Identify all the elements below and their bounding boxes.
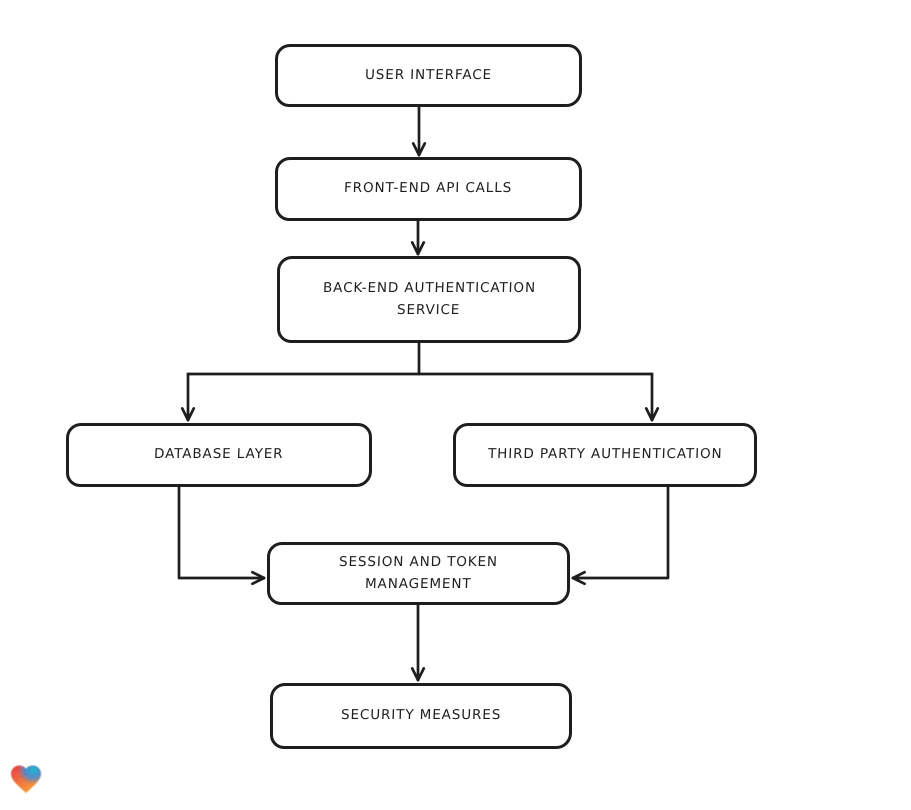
edge-thirdparty-to-session [571, 485, 670, 580]
node-label: BACK-END AUTHENTICATION [322, 279, 536, 296]
arrowhead-thirdparty-to-session [571, 576, 586, 586]
node-user-interface: USER INTERFACE [275, 44, 582, 107]
arrowhead-ui-to-frontend [411, 142, 421, 157]
edge-database-to-session [177, 485, 266, 580]
node-label: USER INTERFACE [364, 66, 493, 83]
arrowhead-database-to-session [251, 570, 266, 580]
arrowhead-thirdparty-to-session [571, 570, 586, 580]
node-front-end-api-calls: FRONT-END API CALLS [275, 157, 582, 221]
node-session-and-token-management: SESSION AND TOKEN MANAGEMENT [267, 542, 570, 605]
node-label: THIRD PARTY AUTHENTICATION [487, 446, 723, 463]
arrowhead-session-to-security [416, 667, 426, 682]
node-label: DATABASE LAYER [154, 446, 285, 463]
arrowhead-ui-to-frontend [417, 142, 427, 157]
lovable-heart-logo[interactable] [8, 761, 44, 797]
node-label: SERVICE [397, 301, 461, 318]
node-third-party-authentication: THIRD PARTY AUTHENTICATION [453, 423, 757, 487]
node-security-measures: SECURITY MEASURES [270, 683, 572, 749]
node-label: FRONT-END API CALLS [344, 180, 513, 197]
node-label: SECURITY MEASURES [340, 707, 502, 724]
arrowhead-branch-to-thirdparty [644, 407, 654, 422]
node-back-end-authentication-service: BACK-END AUTHENTICATION SERVICE [277, 256, 581, 343]
arrowhead-branch-to-database [180, 407, 190, 422]
heart-icon [11, 765, 41, 794]
arrowhead-branch-to-database [186, 407, 196, 422]
node-label: SESSION AND TOKEN [338, 553, 499, 570]
arrowhead-branch-to-thirdparty [650, 407, 660, 422]
node-label: MANAGEMENT [364, 575, 473, 592]
arrowhead-database-to-session [251, 576, 266, 586]
arrowhead-frontend-to-backend [410, 241, 420, 256]
node-database-layer: DATABASE LAYER [66, 423, 372, 487]
arrowhead-frontend-to-backend [416, 241, 426, 256]
arrowhead-session-to-security [410, 667, 420, 682]
